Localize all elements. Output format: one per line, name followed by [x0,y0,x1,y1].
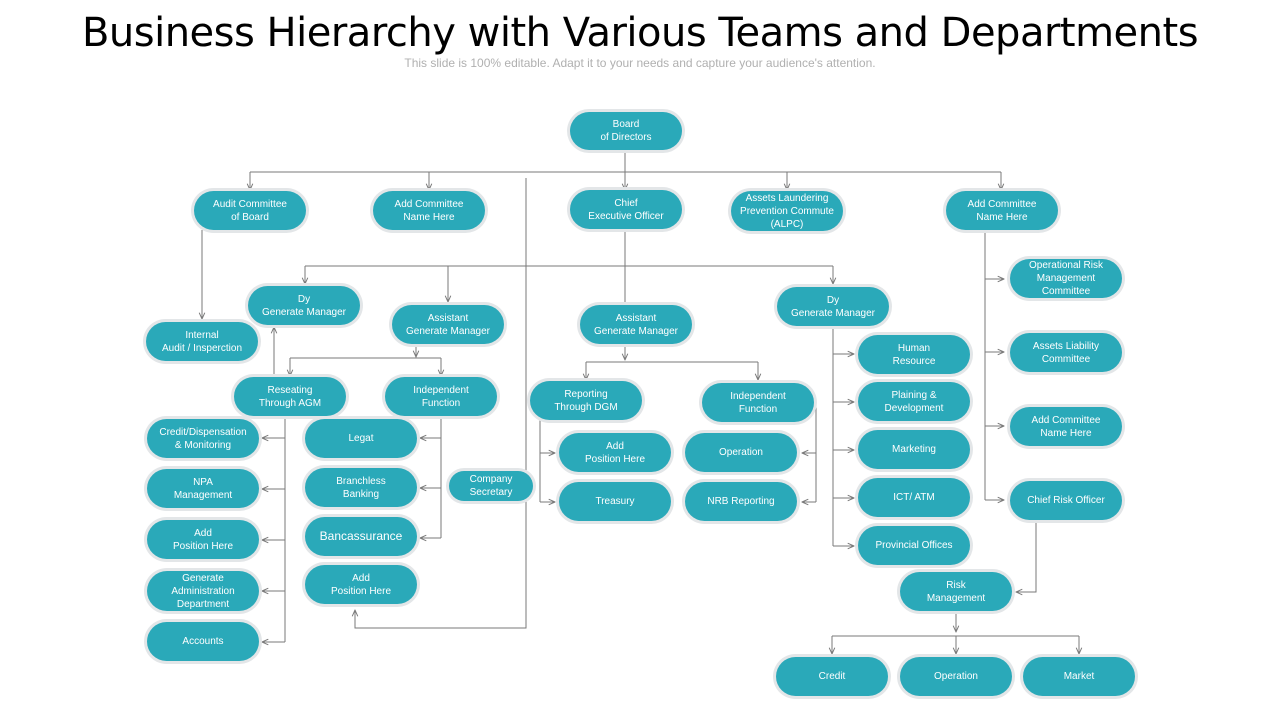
credit-dispensation-node: Credit/Dispensation & Monitoring [147,419,259,458]
ceo-node: Chief Executive Officer [570,190,682,229]
op-risk-committee-node: Operational Risk Management Committee [1010,259,1122,298]
add-committee-node-1: Add Committee Name Here [373,191,485,230]
add-committee-node-2: Add Committee Name Here [946,191,1058,230]
market-node: Market [1023,657,1135,696]
audit-committee-node: Audit Committee of Board [194,191,306,230]
slide-title: Business Hierarchy with Various Teams an… [81,10,1199,56]
provincial-offices-node: Provincial Offices [858,526,970,565]
board-of-directors-node: Board of Directors [570,112,682,150]
independent-function-node-1: Independent Function [385,377,497,416]
human-resource-node: Human Resource [858,335,970,374]
accounts-node: Accounts [147,622,259,661]
treasury-node: Treasury [559,482,671,521]
operation-node-1: Operation [685,433,797,472]
connector-chief-risk-to-risk-mgmt [1016,520,1037,592]
add-position-node-1: Add Position Here [147,520,259,559]
dy-gm-left-node: Dy Generate Manager [248,286,360,325]
marketing-node: Marketing [858,430,970,469]
asst-gm-node-1: Assistant Generate Manager [392,305,504,344]
operation-node-2: Operation [900,657,1012,696]
dy-gm-right-node: Dy Generate Manager [777,287,889,326]
independent-function-node-2: Independent Function [702,383,814,422]
assets-liability-node: Assets Liability Committee [1010,333,1122,372]
asst-gm-node-2: Assistant Generate Manager [580,305,692,344]
internal-audit-node: Internal Audit / Insperction [146,322,258,361]
credit-node: Credit [776,657,888,696]
planning-development-node: Plaining & Development [858,382,970,421]
legat-node: Legat [305,419,417,458]
npa-management-node: NPA Management [147,469,259,508]
risk-management-node: Risk Management [900,572,1012,611]
company-secretary-node: Company Secretary [449,471,533,501]
add-committee-node-3: Add Committee Name Here [1010,407,1122,446]
reseating-node: Reseating Through AGM [234,377,346,416]
alpc-node: Assets Laundering Prevention Commute (AL… [731,191,843,231]
connector-company-secretary [355,178,527,629]
add-position-node-2: Add Position Here [305,565,417,604]
branchless-banking-node: Branchless Banking [305,468,417,507]
add-position-node-3: Add Position Here [559,433,671,472]
ict-atm-node: ICT/ ATM [858,478,970,517]
gen-admin-node: Generate Administration Department [147,571,259,611]
reporting-dgm-node: Reporting Through DGM [530,381,642,420]
nrb-reporting-node: NRB Reporting [685,482,797,521]
bancassurance-node: Bancassurance [305,517,417,556]
chief-risk-officer-node: Chief Risk Officer [1010,481,1122,520]
slide-subtitle: This slide is 100% editable. Adapt it to… [404,56,876,70]
